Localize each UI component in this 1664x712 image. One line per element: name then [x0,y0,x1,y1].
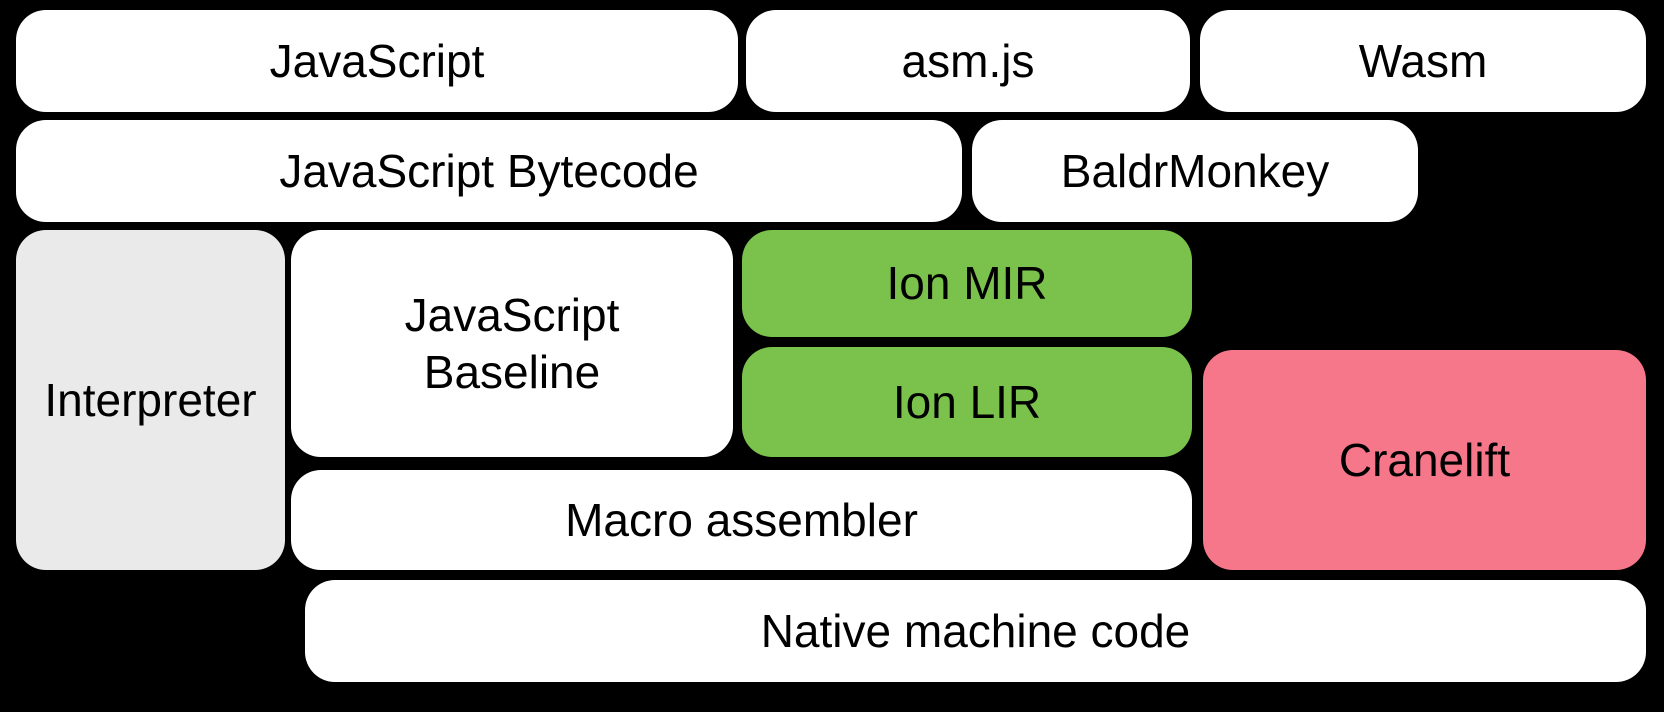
node-macro-assembler-label: Macro assembler [565,493,918,546]
node-cranelift: Cranelift [1203,350,1646,570]
node-javascript-baseline-label: JavaScript Baseline [404,289,620,398]
node-javascript-baseline: JavaScript Baseline [291,230,733,457]
node-javascript-label: JavaScript [269,34,485,87]
node-ion-lir: Ion LIR [742,347,1192,457]
node-ion-mir: Ion MIR [742,230,1192,337]
node-wasm-label: Wasm [1358,34,1488,87]
node-wasm: Wasm [1200,10,1646,112]
node-baldrmonkey: BaldrMonkey [972,120,1418,222]
node-interpreter: Interpreter [16,230,285,570]
node-javascript-bytecode: JavaScript Bytecode [16,120,962,222]
node-cranelift-label: Cranelift [1338,433,1511,486]
node-ion-mir-label: Ion MIR [886,257,1048,310]
node-asmjs-label: asm.js [901,34,1035,87]
node-interpreter-label: Interpreter [44,373,257,426]
node-native-machine-code-label: Native machine code [760,604,1191,657]
node-ion-lir-label: Ion LIR [892,375,1042,428]
node-native-machine-code: Native machine code [305,580,1646,682]
node-asmjs: asm.js [746,10,1190,112]
node-baldrmonkey-label: BaldrMonkey [1060,144,1330,197]
node-javascript-bytecode-label: JavaScript Bytecode [279,144,699,197]
node-macro-assembler: Macro assembler [291,470,1192,570]
node-javascript: JavaScript [16,10,738,112]
